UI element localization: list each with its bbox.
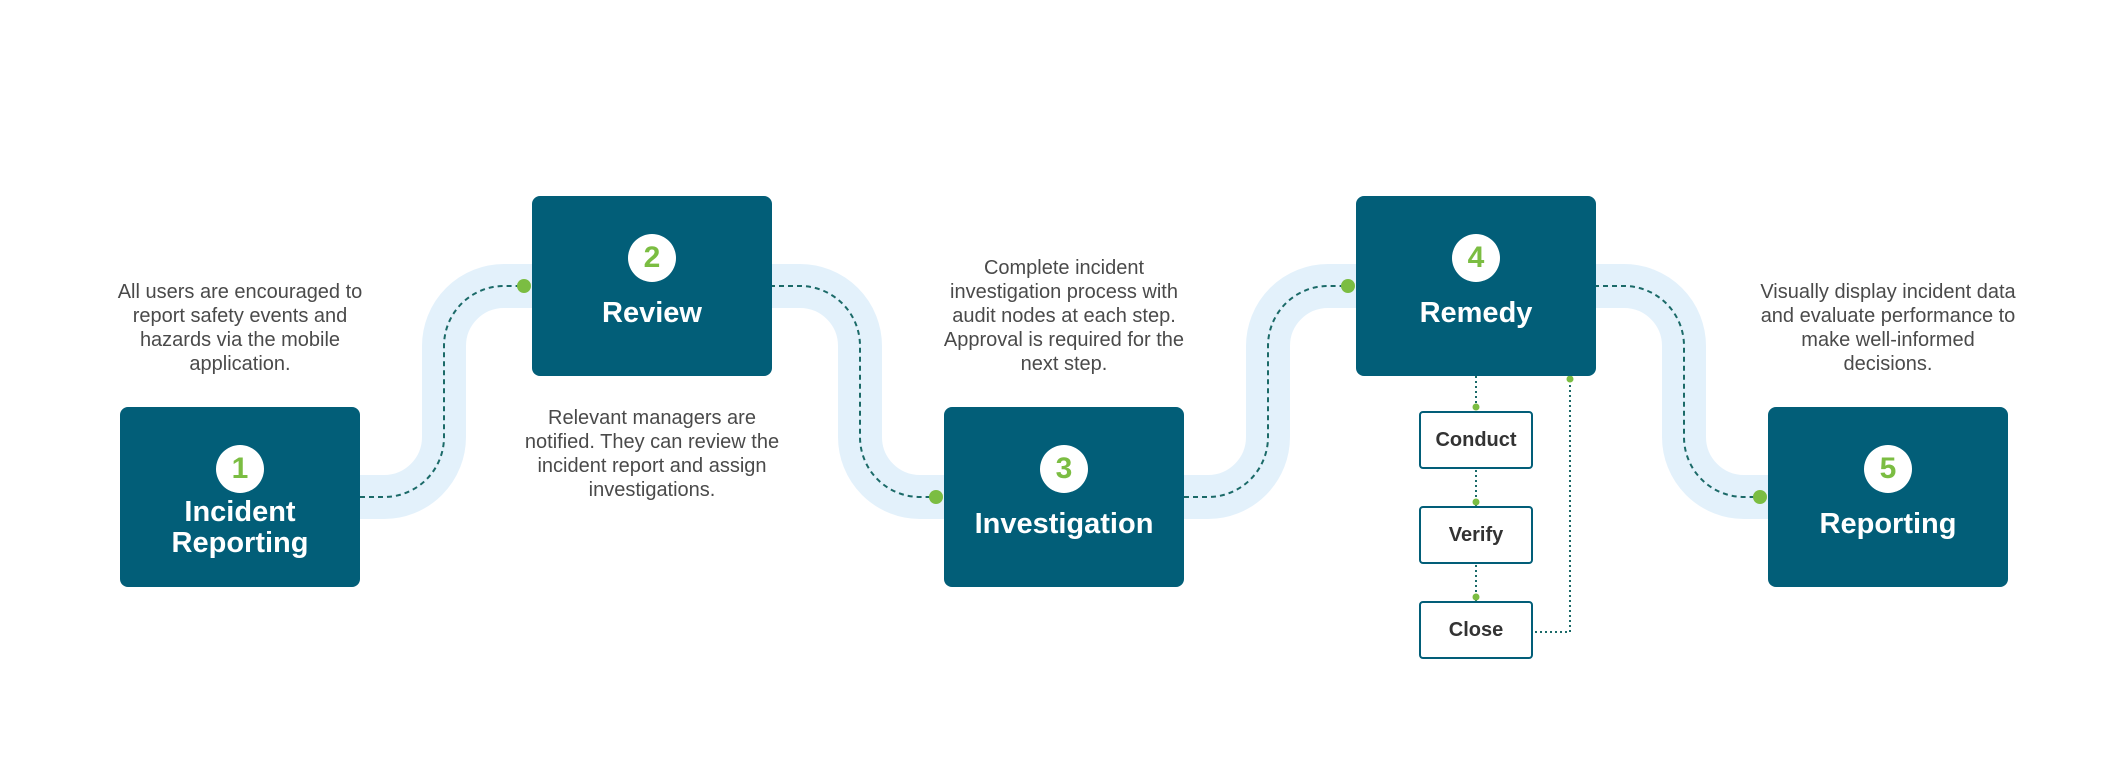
step-title: Remedy	[1419, 297, 1533, 329]
step-number-badge: 3	[1040, 445, 1088, 493]
track-3-4	[1184, 264, 1358, 519]
substep-conduct: Conduct	[1419, 411, 1533, 469]
dashed-line-3-4	[1184, 285, 1348, 498]
step-5-description: Visually display incident data and evalu…	[1760, 281, 2016, 375]
step-number-badge: 5	[1864, 445, 1912, 493]
step-title: Reporting	[1819, 508, 1957, 540]
substep-verify: Verify	[1419, 506, 1533, 564]
connector-dot-step-3	[929, 490, 943, 504]
step-5-reporting: 5 Reporting	[1768, 407, 2008, 587]
dashed-line-1-2	[360, 285, 524, 498]
track-4-5	[1594, 264, 1770, 519]
step-number-badge: 2	[628, 234, 676, 282]
step-4-remedy: 4 Remedy	[1356, 196, 1596, 376]
step-number-badge: 1	[216, 445, 264, 493]
substep-close: Close	[1419, 601, 1533, 659]
step-title: Incident Reporting	[171, 496, 309, 559]
connector-dots	[517, 279, 1767, 601]
step-2-review: 2 Review	[532, 196, 772, 376]
step-title: Review	[602, 297, 702, 329]
connector-dot-verify	[1472, 498, 1480, 506]
step-3-description: Complete incident investigation process …	[943, 257, 1185, 375]
step-number-badge: 4	[1452, 234, 1500, 282]
step-title: Investigation	[974, 508, 1154, 540]
connector-dot-step-5	[1753, 490, 1767, 504]
track-1-2	[360, 264, 534, 519]
dotted-line-close-remedy	[1535, 379, 1571, 633]
connector-dot-step-4	[1341, 279, 1355, 293]
dashed-line-2-3	[770, 285, 936, 498]
connector-dot-close	[1472, 593, 1480, 601]
step-1-incident-reporting: 1 Incident Reporting	[120, 407, 360, 587]
dashed-line-4-5	[1594, 285, 1760, 498]
connector-dot-step-2	[517, 279, 531, 293]
connector-dot-remedy-return	[1566, 375, 1574, 383]
step-3-investigation: 3 Investigation	[944, 407, 1184, 587]
step-1-description: All users are encouraged to report safet…	[117, 281, 363, 375]
track-2-3	[770, 264, 946, 519]
connector-lines	[360, 285, 1760, 498]
step-2-description: Relevant managers are notified. They can…	[524, 407, 780, 501]
connector-dot-conduct	[1472, 403, 1480, 411]
